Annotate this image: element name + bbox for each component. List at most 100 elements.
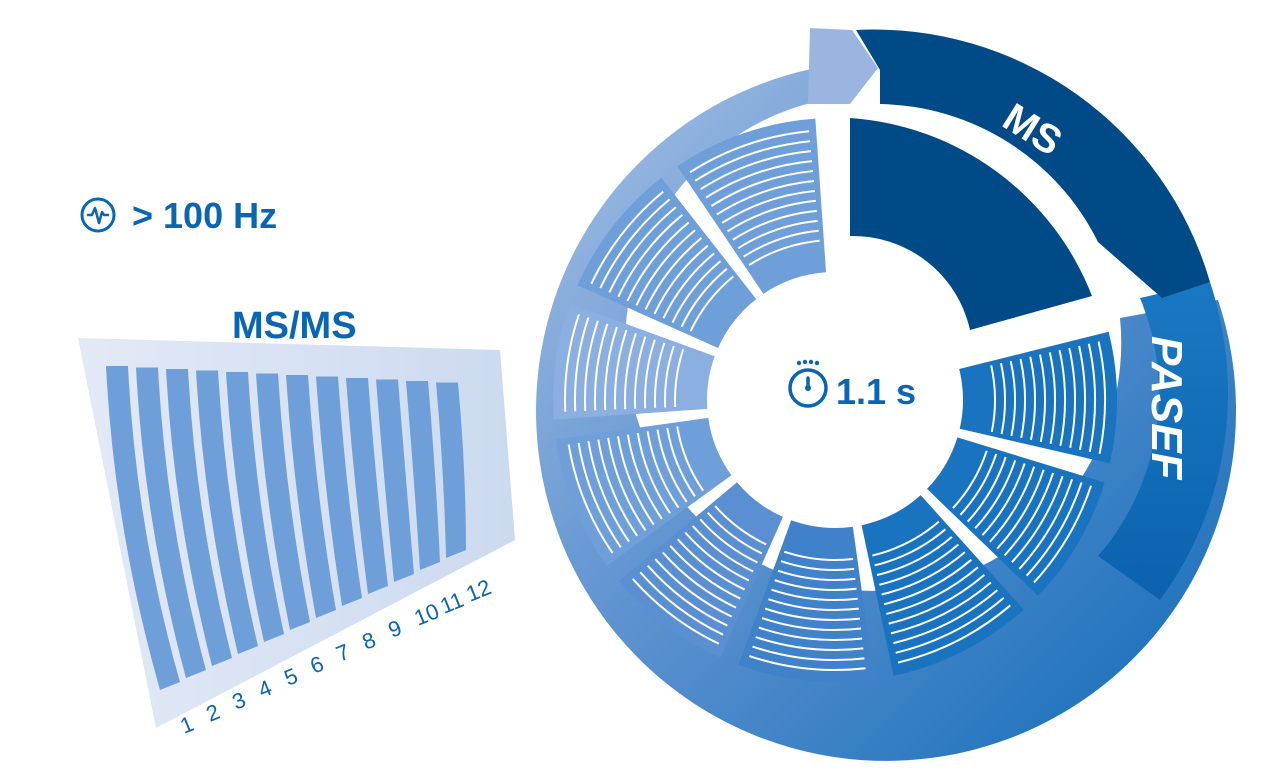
sector-stripe bbox=[662, 252, 715, 319]
msms-scan-bar bbox=[166, 369, 232, 666]
msms-scan-bar bbox=[316, 376, 362, 606]
msms-scan-bar bbox=[406, 381, 440, 570]
sector-stripe bbox=[666, 427, 696, 497]
sector-stripe bbox=[764, 607, 861, 621]
sector-stripe bbox=[710, 170, 814, 207]
sector-stripe bbox=[646, 431, 680, 509]
sector-stripe bbox=[684, 531, 750, 582]
sector-stripe bbox=[1039, 354, 1046, 443]
scan-number: 6 bbox=[307, 651, 328, 679]
msms-panel bbox=[78, 338, 515, 728]
pasef-sector bbox=[861, 495, 1024, 676]
sector-stripe bbox=[748, 239, 820, 266]
sector-stripe bbox=[664, 345, 675, 408]
sector-stripe bbox=[990, 365, 996, 433]
sector-stripe bbox=[599, 198, 671, 289]
sector-stripe bbox=[768, 598, 859, 611]
pasef-sector bbox=[959, 331, 1117, 464]
sector-stripe bbox=[721, 189, 815, 224]
sector-stripe bbox=[608, 206, 677, 293]
stopwatch-icon bbox=[788, 359, 828, 408]
sector-stripe bbox=[886, 566, 979, 615]
sector-stripe bbox=[676, 426, 704, 492]
msms-scan-bar bbox=[106, 366, 180, 690]
sector-stripe bbox=[752, 645, 865, 661]
sector-stripe bbox=[644, 237, 703, 311]
pasef-ring-segment bbox=[1098, 282, 1228, 600]
scan-number: 7 bbox=[333, 639, 354, 667]
sector-stripe bbox=[771, 588, 858, 601]
scan-number: 11 bbox=[437, 587, 468, 619]
scan-number: 1 bbox=[177, 711, 198, 739]
sector-stripe bbox=[780, 560, 855, 571]
scan-number: 4 bbox=[255, 675, 276, 703]
sector-stripe bbox=[774, 579, 857, 591]
sector-stripe bbox=[959, 453, 998, 516]
sector-stripe bbox=[574, 317, 590, 412]
cycle-arrow-head bbox=[808, 28, 878, 104]
sector-stripe bbox=[594, 323, 609, 411]
sector-stripe bbox=[669, 545, 741, 600]
sector-stripe bbox=[1058, 350, 1066, 447]
sector-stripe bbox=[617, 214, 683, 298]
cycle-time-label: 1.1 s bbox=[836, 371, 916, 412]
sector-stripe bbox=[1078, 345, 1086, 451]
sector-stripe bbox=[689, 130, 810, 174]
sector-stripe bbox=[626, 434, 663, 520]
sector-stripe bbox=[761, 617, 862, 631]
sector-stripe bbox=[635, 229, 696, 306]
sector-stripe bbox=[674, 348, 685, 408]
sector-stripe bbox=[689, 275, 734, 332]
sector-stripe bbox=[661, 551, 737, 609]
sector-stripe bbox=[755, 636, 864, 651]
sector-stripe bbox=[614, 329, 628, 410]
msms-scan-bar bbox=[376, 379, 414, 582]
sector-stripe bbox=[1025, 482, 1083, 577]
sector-stripe bbox=[876, 536, 953, 576]
sector-stripe bbox=[783, 550, 854, 561]
sector-stripe bbox=[694, 140, 811, 182]
sector-stripe bbox=[632, 578, 720, 645]
sector-stripe bbox=[564, 314, 580, 412]
sector-stripe bbox=[617, 436, 655, 526]
pasef-sector bbox=[553, 303, 715, 420]
scan-number: 8 bbox=[359, 627, 380, 655]
sector-stripe bbox=[1011, 475, 1064, 563]
sector-stripe bbox=[607, 437, 647, 531]
sector-stripe bbox=[671, 260, 722, 323]
msms-scan-bar bbox=[346, 378, 388, 594]
sector-stripe bbox=[577, 442, 622, 548]
sector-stripe bbox=[644, 339, 656, 409]
sector-stripe bbox=[743, 229, 819, 258]
ms-ring-arrow bbox=[856, 29, 1210, 299]
pasef-sector bbox=[677, 118, 827, 294]
sector-stripe bbox=[680, 268, 728, 328]
frequency-label: > 100 Hz bbox=[132, 195, 277, 236]
msms-scan-bar bbox=[286, 375, 336, 618]
sector-stripe bbox=[1033, 485, 1092, 584]
sector-stripe bbox=[1018, 479, 1074, 570]
msms-scan-bar bbox=[226, 372, 284, 642]
sector-stripe bbox=[587, 441, 630, 543]
pasef-label: PASEF bbox=[1142, 336, 1191, 481]
sector-stripe bbox=[1068, 347, 1076, 449]
sector-stripe bbox=[654, 558, 733, 618]
sector-stripe bbox=[996, 469, 1045, 550]
ms-inner-block bbox=[850, 118, 1092, 330]
sector-stripe bbox=[584, 320, 599, 411]
pasef-sector bbox=[577, 177, 757, 348]
sector-stripe bbox=[732, 209, 817, 241]
sector-stripe bbox=[874, 528, 947, 567]
sector-stripe bbox=[639, 571, 724, 636]
sector-stripe bbox=[1009, 360, 1016, 437]
scan-number: 12 bbox=[463, 574, 495, 606]
sector-stripe bbox=[654, 342, 666, 408]
sector-stripe bbox=[624, 333, 637, 410]
sector-stripe bbox=[691, 525, 754, 573]
sector-stripe bbox=[1019, 358, 1026, 439]
sector-stripe bbox=[881, 551, 966, 596]
sector-stripe bbox=[1003, 472, 1055, 557]
msms-scan-bar bbox=[436, 382, 466, 558]
sector-stripe bbox=[1029, 356, 1036, 441]
